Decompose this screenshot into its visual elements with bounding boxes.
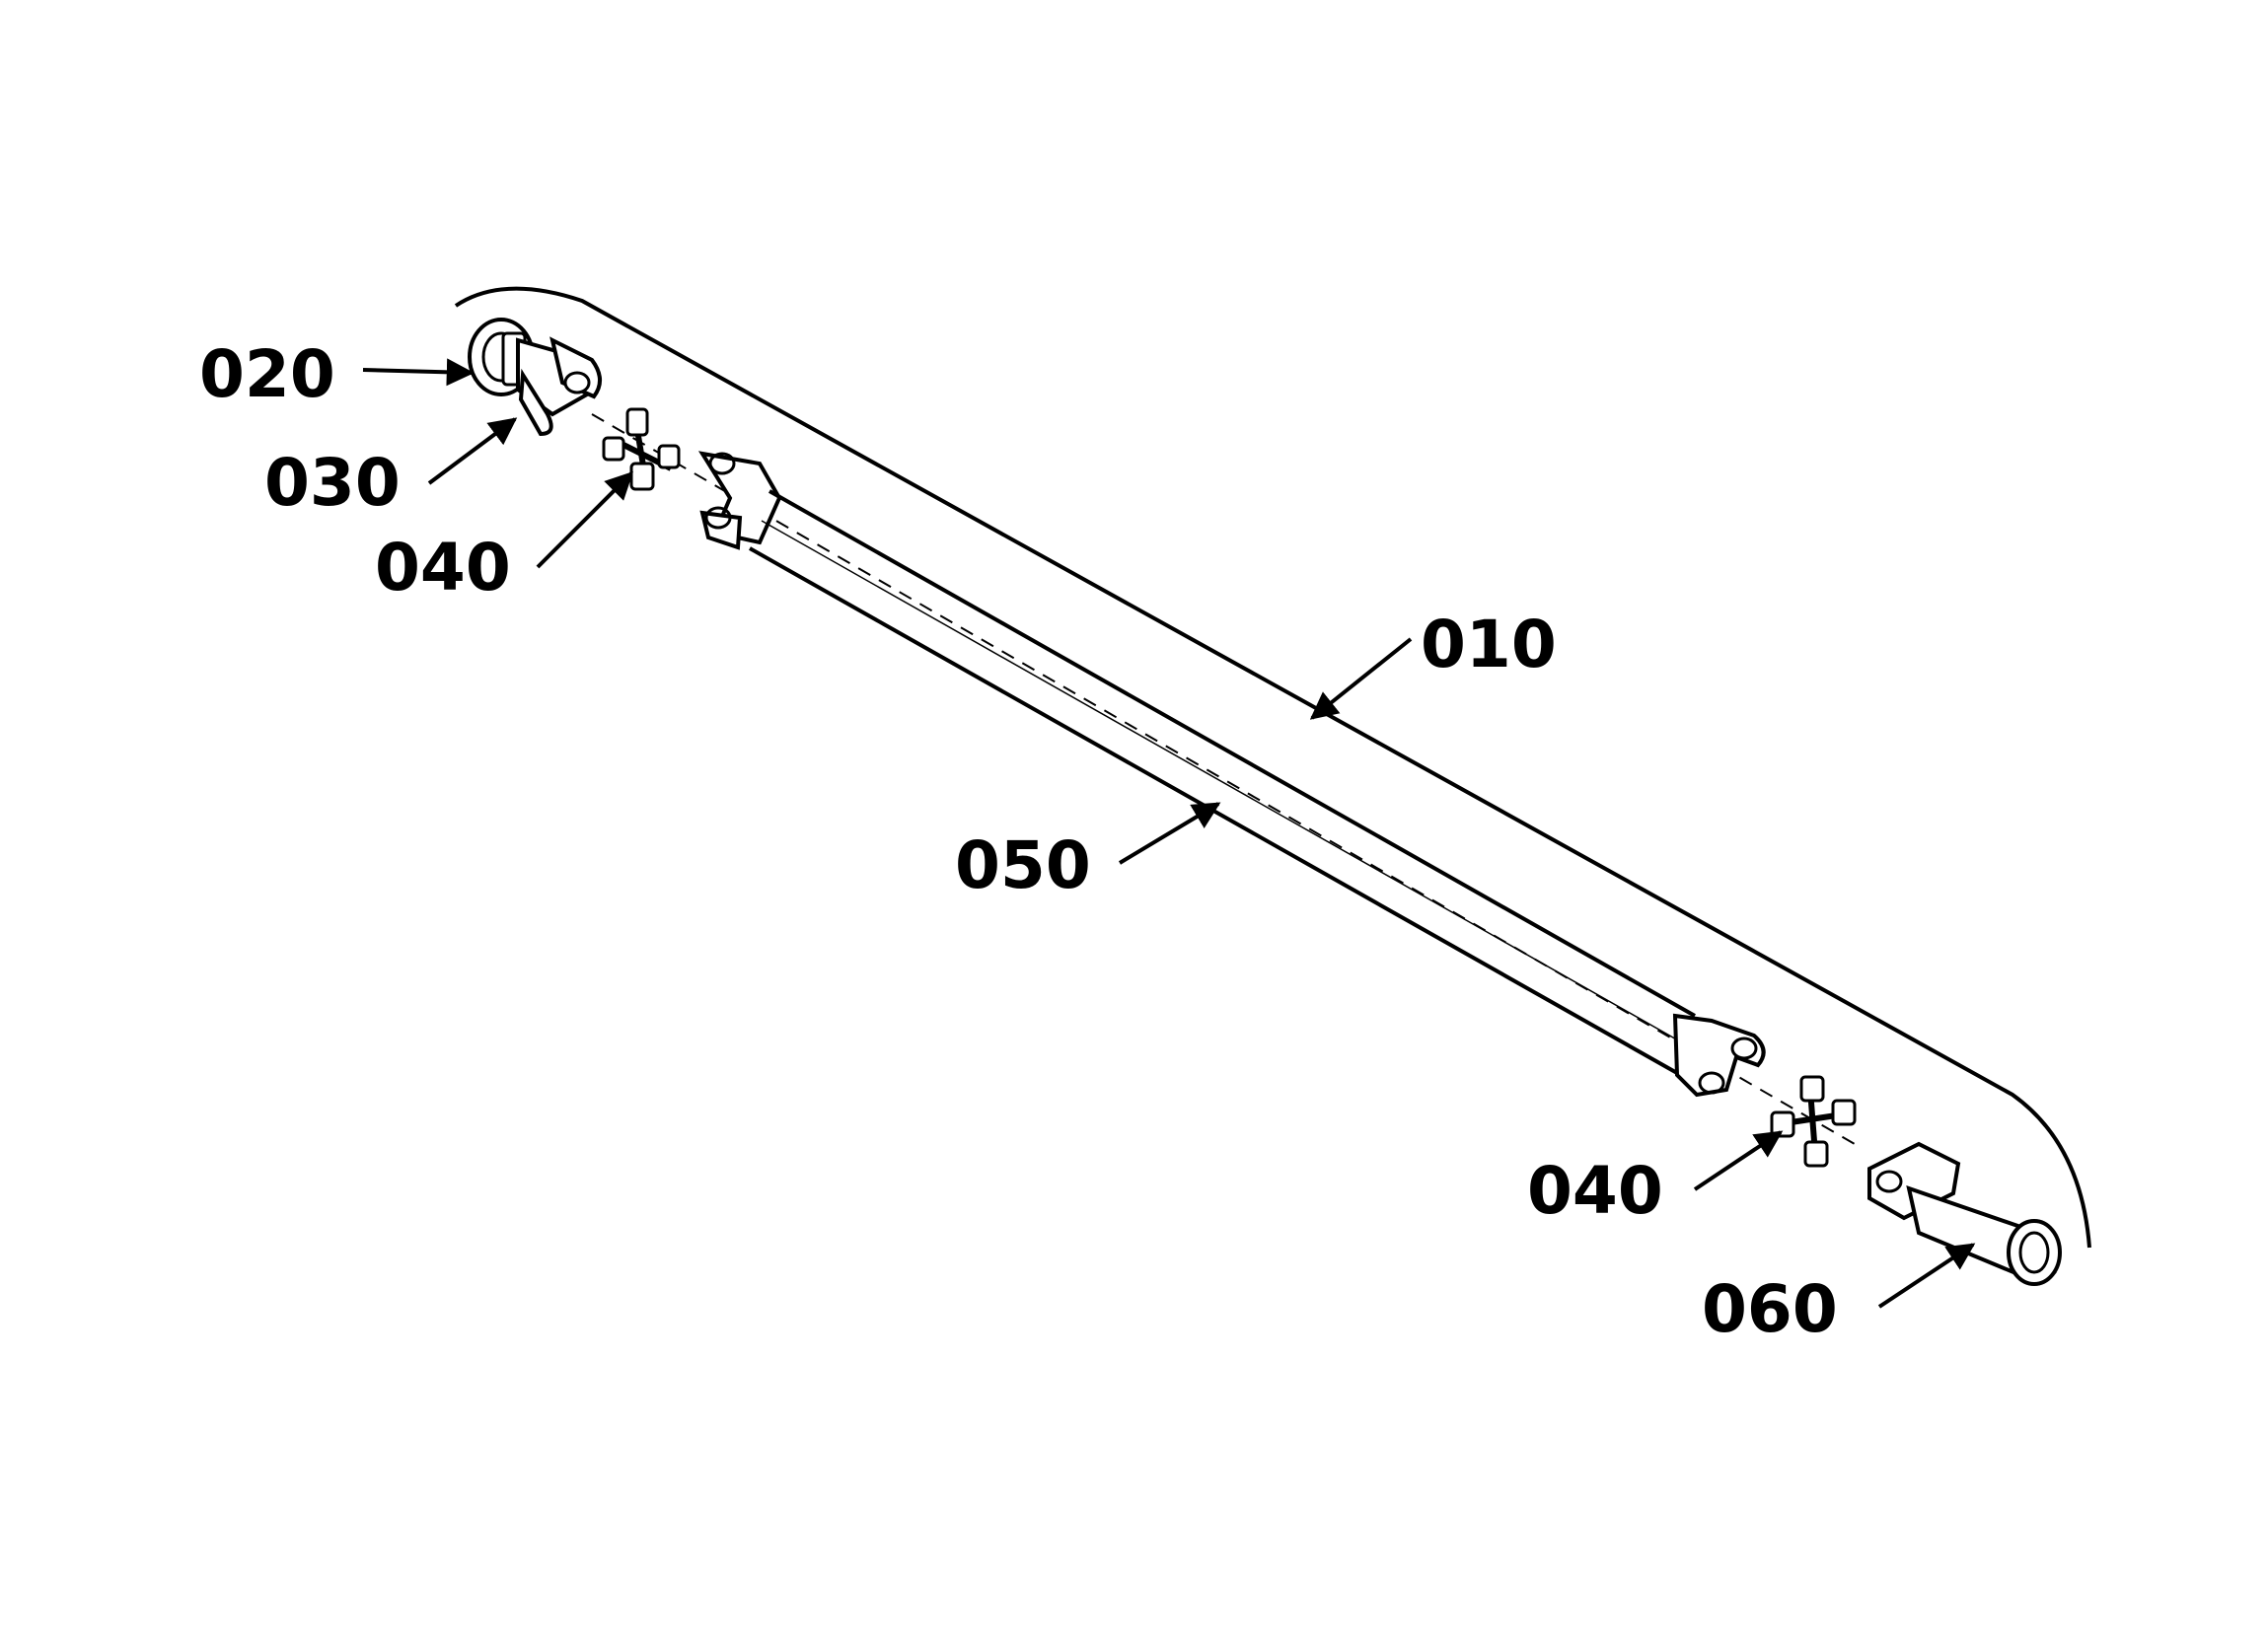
leader-lines [362, 358, 1976, 1309]
callout-010: 010 [1421, 607, 1557, 682]
callout-050: 050 [955, 827, 1091, 903]
callout-040-upper: 040 [375, 530, 511, 606]
callout-040-lower: 040 [1527, 1153, 1663, 1229]
assembly-outline [454, 286, 2091, 1249]
leader-050 [1118, 802, 1221, 865]
tube-yoke-lower-part [1672, 1013, 1766, 1098]
end-yoke-part [1867, 1141, 2062, 1286]
leader-060 [1877, 1243, 1976, 1309]
assembly-axis [591, 413, 1856, 1145]
leader-040b [1693, 1130, 1784, 1191]
universal-joint-lower-part [1770, 1075, 1857, 1168]
slip-yoke-part [468, 318, 602, 437]
leader-010 [1309, 637, 1413, 720]
callout-030: 030 [264, 445, 401, 521]
leader-020 [362, 358, 475, 387]
callout-060: 060 [1702, 1271, 1838, 1347]
driveshaft-tube-part [749, 489, 1696, 1075]
universal-joint-upper-part [602, 407, 681, 491]
callout-020: 020 [199, 336, 335, 412]
tube-yoke-upper-part [697, 451, 782, 550]
leader-030 [427, 417, 518, 485]
leader-040a [536, 471, 633, 569]
